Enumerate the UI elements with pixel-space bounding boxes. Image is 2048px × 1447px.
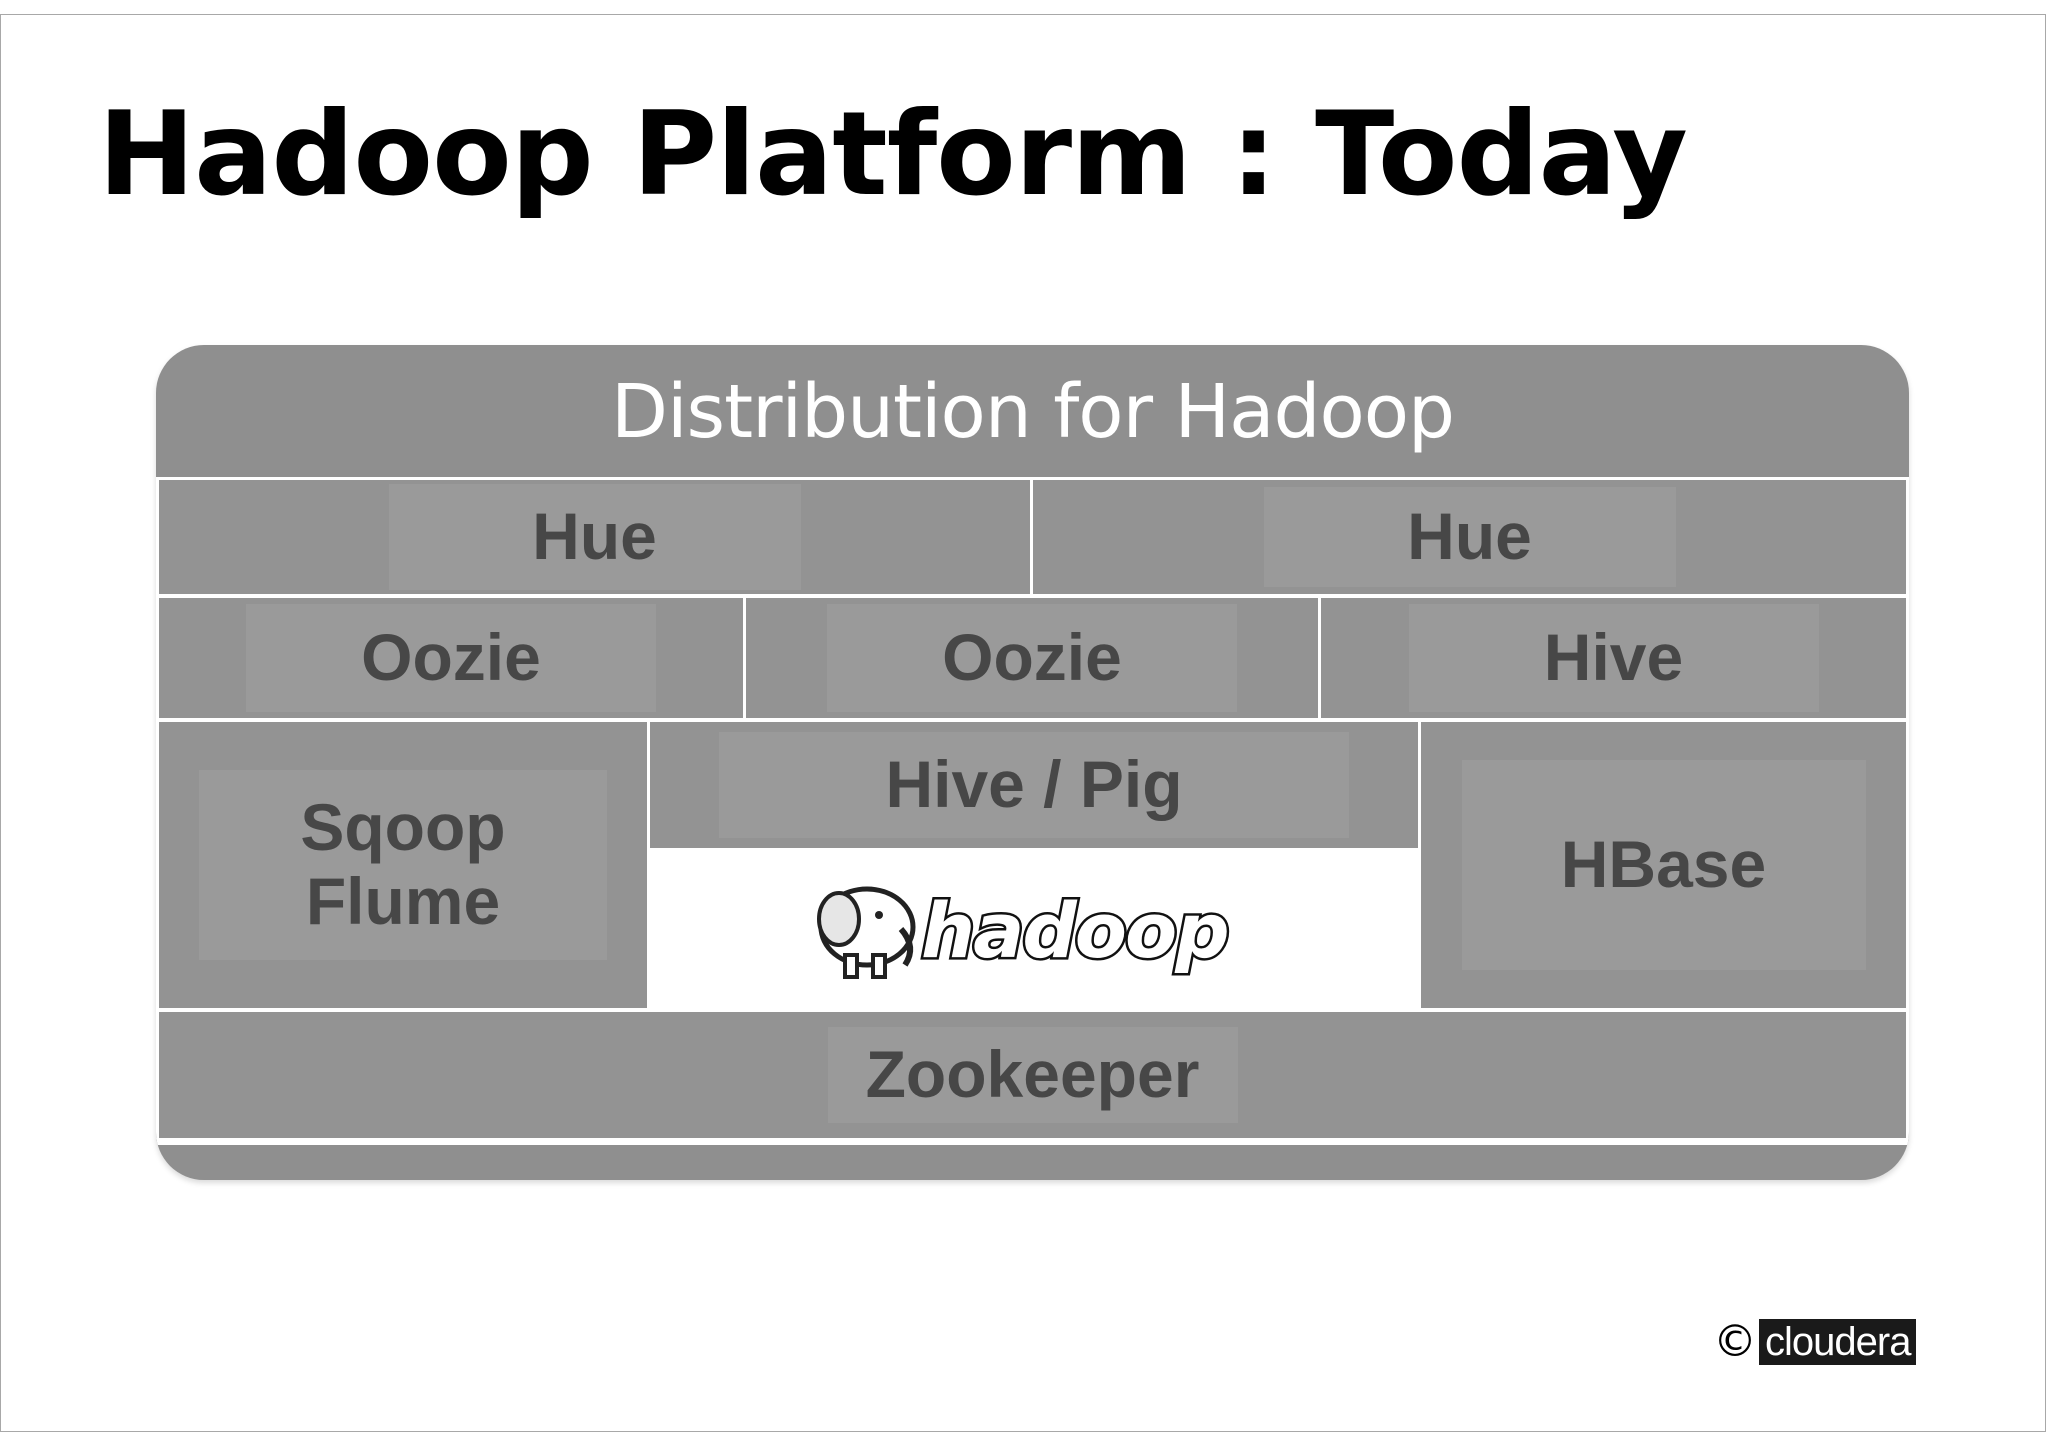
hue-left-label: Hue <box>532 499 657 574</box>
sqoop-label: Sqoop <box>300 790 506 865</box>
cloudera-logo: © cloudera <box>1713 1316 1917 1367</box>
zookeeper-block: Zookeeper <box>156 1009 1909 1141</box>
cloudera-wordmark: cloudera <box>1759 1319 1917 1365</box>
bottom-divider <box>156 1141 1909 1145</box>
copyright-icon: © <box>1713 1316 1757 1367</box>
hive-block: Hive <box>1318 595 1909 721</box>
hbase-block: HBase <box>1418 719 1909 1011</box>
hbase-label: HBase <box>1560 827 1767 902</box>
slide: Hadoop Platform : Today Distribution for… <box>0 14 2046 1432</box>
hadoop-wordmark: hadoop <box>921 886 1228 975</box>
elephant-icon <box>817 886 916 979</box>
oozie-left-block: Oozie <box>156 595 746 721</box>
oozie-middle-label: Oozie <box>942 620 1122 695</box>
hive-label: Hive <box>1543 620 1684 695</box>
hadoop-core-block: hadoop <box>650 849 1418 1009</box>
hive-pig-block: Hive / Pig <box>647 719 1421 851</box>
distribution-header: Distribution for Hadoop <box>611 369 1455 455</box>
hue-right-label: Hue <box>1407 499 1532 574</box>
hue-left-block: Hue <box>156 477 1033 597</box>
hive-pig-label: Hive / Pig <box>885 747 1183 822</box>
sqoop-flume-block: Sqoop Flume <box>156 719 650 1011</box>
hue-right-block: Hue <box>1030 477 1909 597</box>
slide-title: Hadoop Platform : Today <box>98 87 1688 222</box>
oozie-middle-block: Oozie <box>743 595 1321 721</box>
zookeeper-label: Zookeeper <box>865 1037 1200 1112</box>
oozie-left-label: Oozie <box>361 620 541 695</box>
flume-label: Flume <box>305 864 501 938</box>
distribution-diagram: Distribution for Hadoop Hue Hue Oozie Oo… <box>156 345 1909 1180</box>
hadoop-logo: hadoop <box>817 884 1232 979</box>
